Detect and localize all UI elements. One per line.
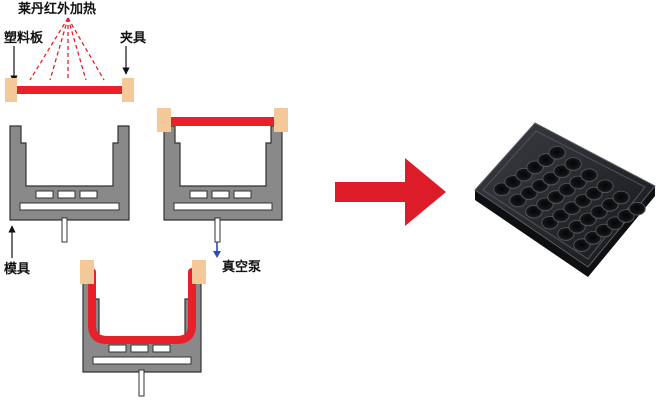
tray-pocket (515, 167, 533, 182)
tray-pocket (574, 194, 592, 208)
clamp-left-3 (80, 260, 94, 284)
stage-clamping (157, 108, 288, 243)
mold-3 (82, 281, 202, 397)
clamp-right-2 (274, 108, 288, 132)
tray-pocket (617, 209, 635, 223)
heated-sheet (6, 86, 134, 94)
tray-pocket (541, 216, 559, 230)
tray-pocket (537, 153, 555, 167)
tray-pocket (526, 160, 544, 175)
tray-pocket (563, 201, 581, 216)
tray-pocket (590, 205, 608, 219)
clamp-label: 夹具 (120, 30, 146, 46)
vacuum-pump-label: 真空泵 (222, 259, 261, 275)
tray-pocket (525, 204, 543, 219)
mold-2 (163, 125, 283, 243)
tray-pocket (558, 183, 576, 197)
black-plastic-tray-image (474, 122, 656, 277)
tray-pocket (493, 182, 511, 197)
vacuum-arrow (213, 242, 221, 258)
stage-heating (5, 78, 134, 243)
sheet-over-mold (162, 117, 286, 126)
tray-pocket (564, 157, 582, 171)
tray-pocket (553, 164, 571, 179)
tray-pocket (520, 186, 538, 201)
tray-pocket (601, 198, 619, 212)
clamp-left-2 (157, 108, 171, 132)
tray-pocket (584, 231, 602, 245)
tray-pocket (612, 190, 630, 205)
tray-pocket (552, 208, 570, 223)
mold-label: 模具 (4, 261, 30, 277)
heater-label: 莱丹红外加热 (18, 1, 96, 17)
tray-pocket (536, 197, 554, 212)
tray-pocket (606, 216, 624, 231)
tray-pocket (569, 175, 587, 190)
tray-pocket (531, 179, 549, 193)
tray-pocket (580, 168, 598, 183)
tray-pocket (509, 193, 527, 208)
tray-pocket (547, 190, 565, 204)
tray-pocket (573, 238, 591, 253)
clamp-left (5, 78, 17, 102)
process-arrow (335, 158, 446, 226)
tray-pocket (568, 219, 586, 234)
formed-sheet (80, 268, 204, 344)
tray-pocket (596, 179, 614, 194)
tray-pocket (548, 146, 566, 160)
tray-pockets (493, 146, 646, 253)
tray-pocket (504, 175, 522, 189)
clamp-right (122, 78, 134, 102)
tray-pocket (579, 212, 597, 227)
tray-pocket (557, 227, 575, 241)
mold-1 (9, 125, 130, 243)
tray-pocket (542, 171, 560, 186)
tray-pocket (585, 186, 603, 201)
tray-pocket (595, 223, 613, 238)
infrared-rays (29, 17, 105, 81)
clamp-right-3 (192, 260, 206, 284)
tray-pocket (628, 201, 646, 216)
plastic-sheet-label: 塑料板 (4, 30, 44, 46)
stage-forming (80, 260, 206, 397)
